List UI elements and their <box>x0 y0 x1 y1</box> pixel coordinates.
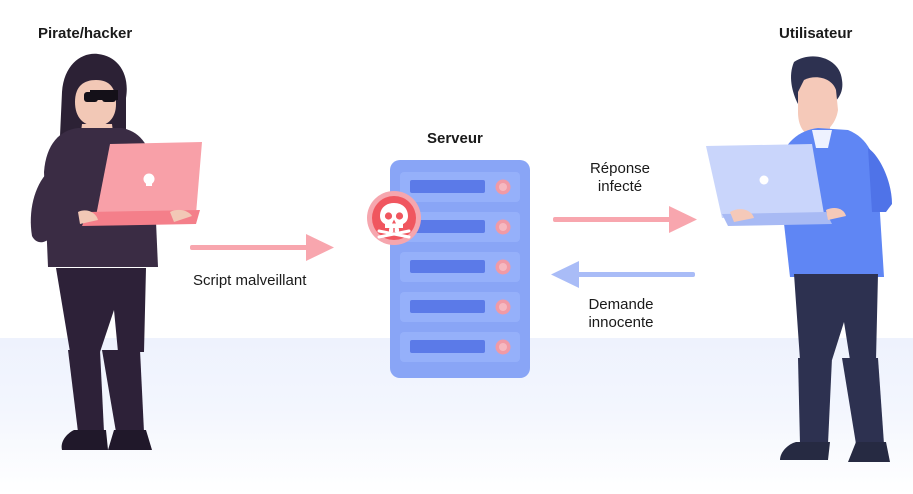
skull-logo-icon <box>143 173 155 186</box>
infected-response-line1: Réponse <box>589 160 651 177</box>
infected-response-line2: infecté <box>597 178 643 195</box>
skull-icon <box>367 191 421 245</box>
server-slot-5 <box>400 332 520 362</box>
innocent-request-line1: Demande <box>588 296 654 313</box>
server-slot-3 <box>400 252 520 282</box>
hacker-label: Pirate/hacker <box>38 25 133 42</box>
hacker-figure <box>30 53 202 450</box>
user-label: Utilisateur <box>779 25 853 42</box>
infected-response-arrow <box>553 206 697 233</box>
user-laptop <box>706 144 832 226</box>
server-label: Serveur <box>427 130 483 147</box>
server-illustration <box>390 160 530 378</box>
hacker-laptop <box>82 142 202 226</box>
server-slot-4 <box>400 292 520 322</box>
malicious-script-arrow <box>190 234 334 261</box>
innocent-request-label: Demande innocente <box>566 296 676 332</box>
server-slot-1 <box>400 172 520 202</box>
innocent-request-line2: innocente <box>588 314 654 331</box>
user-figure <box>706 56 892 462</box>
innocent-request-arrow <box>551 261 695 288</box>
malicious-script-label: Script malveillant <box>193 272 307 289</box>
infected-response-label: Réponse infecté <box>565 160 675 196</box>
laptop-logo-icon <box>759 175 769 185</box>
server-slot-2 <box>400 212 520 242</box>
